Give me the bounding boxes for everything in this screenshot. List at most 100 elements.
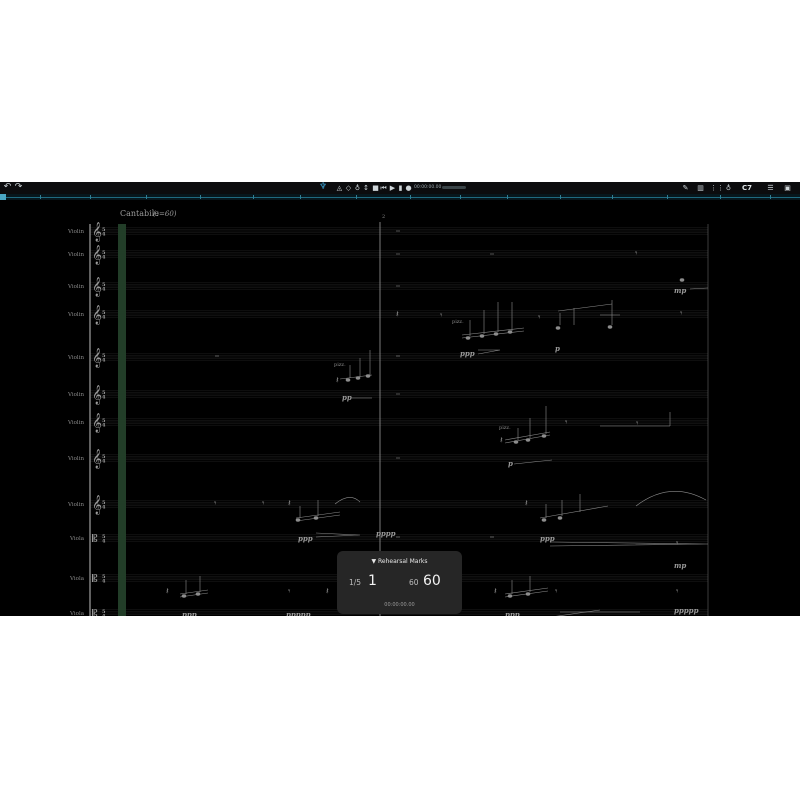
time-signature-top: 5 [102, 310, 106, 316]
time-signature-bottom: 4 [102, 287, 106, 293]
instrument-label: Violin [67, 229, 84, 235]
dynamic-ppp: ppp [505, 610, 520, 616]
tempo-icon[interactable]: ↕ [363, 184, 369, 192]
time-signature-top: 5 [102, 390, 106, 396]
technique-pizz: pizz. [452, 319, 464, 325]
fretboard-icon[interactable]: ⋮⋮ [710, 184, 724, 192]
treble-clef-icon: 𝄞 [92, 449, 102, 469]
svg-text:𝄾: 𝄾 [565, 418, 568, 428]
record-icon[interactable]: ● [405, 184, 412, 192]
click-icon[interactable]: ◇ [345, 184, 352, 192]
bar-small-value: 60 [409, 578, 419, 587]
bar-number: 2 [382, 214, 385, 220]
time-signature-top: 5 [102, 227, 106, 233]
key-indicator[interactable]: C7 [741, 184, 752, 192]
score-editor-window: ↶ ↷ ♆ ◬ ◇ ♁ ↕ ■ ⏮ ▶ ▮ ● 00:00:00.00 ✎ ▥ … [0, 182, 800, 616]
play-icon[interactable]: ▶ [389, 184, 396, 192]
time-signature-bottom: 4 [102, 232, 106, 238]
svg-text:𝄾: 𝄾 [262, 499, 265, 509]
treble-clef-icon: 𝄞 [92, 413, 102, 433]
rehearsal-marks-panel[interactable]: ▼ Rehearsal Marks 1/5 1 60 60 00:00:00.0… [337, 551, 462, 614]
timeline-ruler[interactable] [0, 194, 800, 200]
time-signature-top: 5 [102, 250, 106, 256]
technique-pizz: pizz. [334, 362, 346, 368]
list-icon[interactable]: ☰ [767, 184, 774, 192]
time-signature-bottom: 4 [102, 395, 106, 401]
svg-text:𝄾: 𝄾 [635, 249, 638, 259]
instrument-label: Viola [69, 611, 85, 616]
svg-text:𝄾: 𝄾 [538, 313, 541, 323]
selection-highlight [118, 224, 126, 616]
dynamic-pp: pp [342, 393, 352, 402]
svg-text:𝄾: 𝄾 [440, 311, 443, 321]
treble-clef-icon: 𝄞 [92, 277, 102, 297]
time-signature-bottom: 4 [102, 539, 106, 545]
svg-text:𝄽: 𝄽 [396, 310, 399, 320]
rewind-icon[interactable]: ⏮ [380, 184, 387, 192]
time-signature-top: 5 [102, 574, 106, 580]
technique-pizz: pizz. [499, 425, 511, 431]
treble-clef-icon: 𝄞 [92, 495, 102, 515]
treble-clef-icon: 𝄞 [92, 305, 102, 325]
rehearsal-mark-value[interactable]: 1 [368, 573, 377, 589]
instrument-label: Violin [67, 252, 84, 258]
time-signature-bottom: 4 [102, 614, 106, 617]
time-signature-top: 5 [102, 534, 106, 540]
time-signature-bottom: 4 [102, 579, 106, 585]
panel-title[interactable]: ▼ Rehearsal Marks [371, 558, 428, 565]
treble-clef-icon: 𝄞 [92, 385, 102, 405]
svg-text:𝄽: 𝄽 [494, 587, 497, 597]
pen-icon[interactable]: ✎ [682, 184, 689, 192]
instrument-label: Violin [67, 284, 84, 290]
tempo-text: Cantabile [120, 209, 159, 218]
panels-icon[interactable]: ▣ [784, 184, 791, 192]
tempo-mark: (♩=60) [153, 210, 177, 218]
keyboard-icon[interactable]: ▥ [697, 184, 704, 192]
svg-text:𝄽: 𝄽 [525, 499, 528, 509]
time-signature-top: 5 [102, 609, 106, 615]
time-signature-bottom: 4 [102, 255, 106, 261]
instrument-label: Violin [67, 355, 84, 361]
playhead-marker[interactable] [0, 194, 6, 200]
bar-big-value[interactable]: 60 [423, 573, 441, 589]
svg-text:𝄾: 𝄾 [636, 419, 639, 429]
mode-icon[interactable]: ♆ [318, 182, 328, 192]
dynamic-ppppp: ppppp [674, 606, 699, 615]
time-signature-top: 5 [102, 454, 106, 460]
dynamic-p: p [508, 459, 513, 468]
dynamic-pppp: pppp [376, 529, 396, 538]
svg-text:𝄾: 𝄾 [214, 499, 217, 509]
dynamic-mp: mp [674, 561, 686, 570]
time-signature-bottom: 4 [102, 459, 106, 465]
redo-icon[interactable]: ↷ [14, 182, 23, 192]
alto-clef-icon: 𝄡 [92, 533, 98, 545]
svg-text:𝄾: 𝄾 [680, 309, 683, 319]
dynamic-ppppp: ppppp [286, 610, 311, 616]
loop-icon[interactable]: ▮ [398, 184, 403, 192]
metronome-icon[interactable]: ◬ [336, 184, 343, 192]
treble-clef-icon: 𝄞 [92, 348, 102, 368]
svg-text:𝄽: 𝄽 [336, 376, 339, 386]
svg-text:𝄽: 𝄽 [500, 436, 503, 446]
time-signature-top: 5 [102, 282, 106, 288]
treble-clef-icon: 𝄞 [92, 222, 102, 242]
rehearsal-index: 1/5 [349, 578, 362, 587]
undo-icon[interactable]: ↶ [3, 182, 12, 192]
svg-text:𝄾: 𝄾 [555, 587, 558, 597]
svg-text:𝄽: 𝄽 [166, 587, 169, 597]
time-signature-bottom: 4 [102, 423, 106, 429]
volume-slider[interactable] [442, 186, 466, 189]
instrument-label: Violin [67, 456, 84, 462]
dynamic-ppp: ppp [182, 610, 197, 616]
time-signature-bottom: 4 [102, 315, 106, 321]
guitar-icon[interactable]: ♁ [725, 184, 732, 192]
time-signature-bottom: 4 [102, 505, 106, 511]
mic-icon[interactable]: ♁ [354, 184, 361, 192]
instrument-label: Viola [69, 576, 85, 582]
dynamic-ppp: ppp [298, 534, 313, 543]
stop-icon[interactable]: ■ [372, 184, 379, 192]
panel-time: 00:00:00.00 [384, 602, 415, 608]
svg-text:𝄾: 𝄾 [676, 587, 679, 597]
instrument-label: Viola [69, 536, 85, 542]
